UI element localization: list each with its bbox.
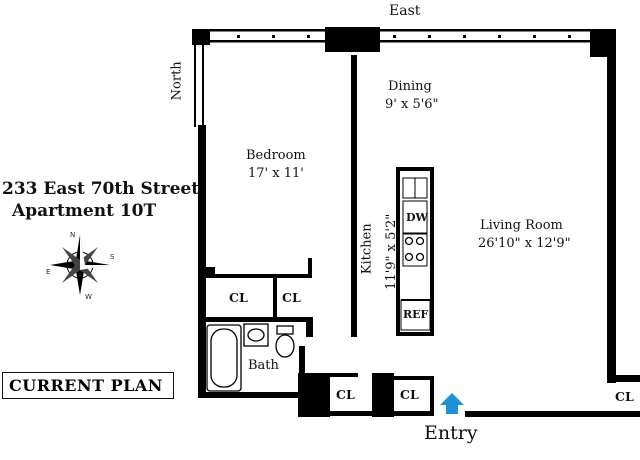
plan-label-box: CURRENT PLAN — [2, 372, 174, 399]
column-bottom-center — [372, 373, 394, 417]
kitchen-wall-right — [430, 167, 434, 336]
hall-closet-top — [330, 373, 358, 377]
address-line-1: 233 East 70th Street — [2, 179, 200, 199]
bedroom-dims: 17' x 11' — [248, 166, 304, 181]
kitchen-wall-left — [396, 167, 400, 336]
closet-label-hall-1: CL — [336, 387, 355, 402]
living-dims: 26'10" x 12'9" — [478, 236, 571, 251]
bottom-wall-left — [198, 392, 298, 398]
bathtub — [206, 324, 242, 392]
north-window-wall-inner — [202, 42, 204, 127]
dining-dims: 9' x 5'6" — [385, 97, 439, 112]
dishwasher — [402, 200, 428, 234]
entry-closet-bottom — [394, 411, 434, 416]
compass-rose-icon — [50, 235, 110, 295]
column-top-left — [192, 29, 210, 45]
entry-label: Entry — [424, 422, 478, 444]
closet-label-bedroom-2: CL — [282, 290, 301, 305]
left-outer-wall — [198, 125, 206, 397]
right-outer-wall — [607, 55, 616, 383]
kitchen-dims: 11'9" x 5'2" — [384, 213, 400, 290]
column-top-center — [325, 27, 380, 52]
column-top-right — [590, 29, 616, 57]
dishwasher-label: DW — [406, 211, 428, 224]
toilet — [275, 334, 295, 358]
stove — [402, 233, 428, 267]
north-label: North — [169, 61, 185, 101]
window-mullions — [237, 35, 571, 38]
top-window-wall-inner — [200, 40, 616, 43]
bedroom-closet-wall-right — [308, 258, 312, 278]
bath-wall-right — [306, 317, 313, 337]
entry-closet-top — [394, 376, 434, 380]
closet-label-bedroom-1: CL — [229, 290, 248, 305]
plan-label: CURRENT PLAN — [9, 376, 163, 395]
closet-label-hall-2: CL — [400, 387, 419, 402]
right-closet-wall — [607, 375, 640, 382]
closet-label-living: CL — [615, 389, 634, 404]
bottom-wall-right — [465, 411, 640, 417]
bath-wall-right-lower — [299, 346, 305, 376]
column-bottom-left — [298, 373, 330, 417]
dining-name: Dining — [388, 79, 432, 94]
bath-wall-top — [205, 317, 312, 322]
address-line-2: Apartment 10T — [12, 201, 157, 221]
hall-closet-bottom — [330, 411, 372, 416]
entry-closet-side — [430, 376, 434, 416]
bedroom-closet-wall-top — [205, 274, 309, 278]
compass-west: W — [85, 293, 92, 301]
bath-name: Bath — [248, 358, 279, 373]
compass-north: N — [70, 231, 76, 239]
bedroom-partition-wall — [351, 55, 357, 337]
top-window-wall — [200, 29, 616, 32]
bedroom-name: Bedroom — [246, 148, 306, 163]
entry-arrow-icon — [440, 393, 464, 414]
east-label: East — [389, 3, 421, 19]
living-name: Living Room — [480, 218, 563, 233]
bedroom-closet-stub — [205, 267, 215, 278]
stove-burners — [404, 236, 425, 262]
bedroom-closet-divider — [273, 274, 277, 318]
kitchen-wall-top — [396, 167, 434, 171]
compass-east: E — [46, 268, 51, 276]
north-window-wall — [194, 42, 196, 127]
kitchen-wall-bottom — [396, 332, 434, 336]
compass-south: S — [110, 253, 115, 261]
kitchen-name: Kitchen — [359, 223, 375, 275]
refrigerator-label: REF — [403, 308, 429, 321]
bath-sink — [243, 323, 269, 347]
